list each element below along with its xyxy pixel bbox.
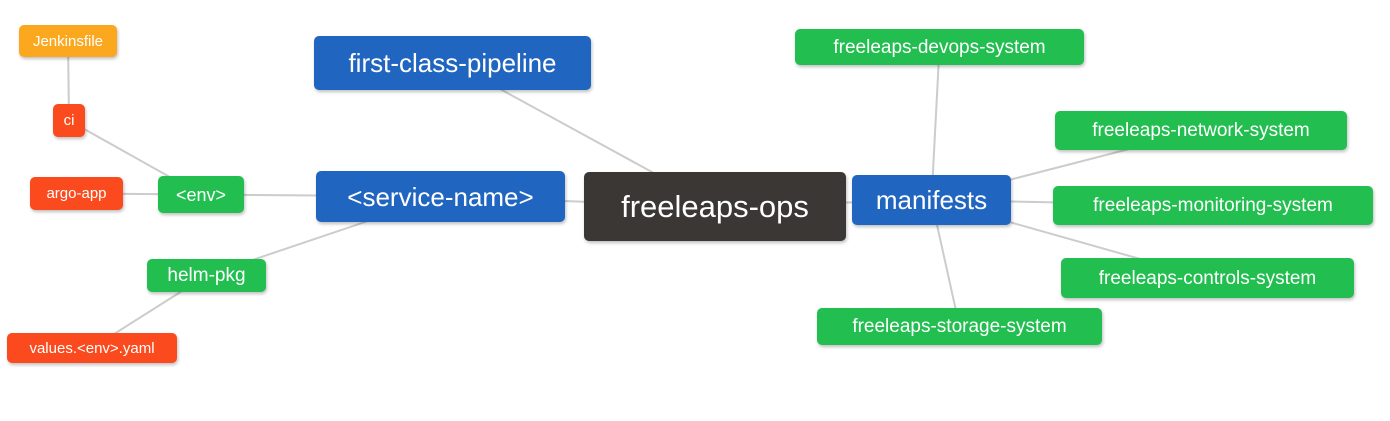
node-manifests[interactable]: manifests — [852, 175, 1011, 225]
node-values-env-yaml[interactable]: values.<env>.yaml — [7, 333, 177, 363]
node-service-name[interactable]: <service-name> — [316, 171, 565, 222]
node-freeleaps-network-system[interactable]: freeleaps-network-system — [1055, 111, 1347, 150]
node-freeleaps-ops-root[interactable]: freeleaps-ops — [584, 172, 846, 241]
node-env[interactable]: <env> — [158, 176, 244, 213]
node-helm-pkg[interactable]: helm-pkg — [147, 259, 266, 292]
node-freeleaps-devops-system[interactable]: freeleaps-devops-system — [795, 29, 1084, 65]
node-first-class-pipeline[interactable]: first-class-pipeline — [314, 36, 591, 90]
node-argo-app[interactable]: argo-app — [30, 177, 123, 210]
node-ci[interactable]: ci — [53, 104, 85, 137]
node-freeleaps-controls-system[interactable]: freeleaps-controls-system — [1061, 258, 1354, 298]
node-freeleaps-storage-system[interactable]: freeleaps-storage-system — [817, 308, 1102, 345]
node-freeleaps-monitoring-system[interactable]: freeleaps-monitoring-system — [1053, 186, 1373, 225]
node-jenkinsfile[interactable]: Jenkinsfile — [19, 25, 117, 57]
